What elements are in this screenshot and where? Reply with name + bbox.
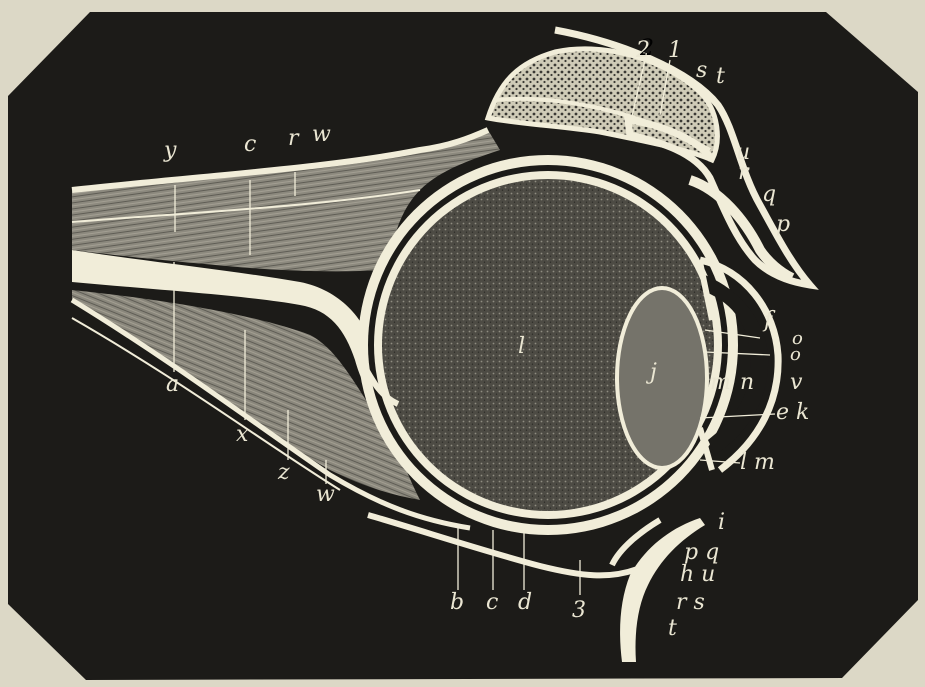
label-v: v xyxy=(790,372,802,394)
label-t: t xyxy=(716,66,725,88)
label-w-top: w xyxy=(312,124,331,146)
label-p: p xyxy=(776,214,790,236)
label-c-bottom: c xyxy=(486,592,498,614)
label-w-bottom: w xyxy=(316,484,335,506)
label-e-k: e k xyxy=(776,402,809,424)
label-z: z xyxy=(278,462,290,484)
label-r-right: r xyxy=(738,162,749,184)
label-d: d xyxy=(518,592,532,614)
label-3: 3 xyxy=(572,600,586,622)
crystalline-lens xyxy=(617,288,707,468)
label-s: s xyxy=(696,60,707,82)
label-f: f xyxy=(764,310,772,332)
label-y: y xyxy=(164,140,176,162)
label-t-bottom: t xyxy=(668,618,677,640)
label-l-vitreous: l xyxy=(518,336,525,358)
label-i: i xyxy=(718,512,725,534)
label-1: 1 xyxy=(668,40,682,62)
label-x: x xyxy=(236,424,248,446)
label-q: q xyxy=(762,184,776,206)
label-h-u: h u xyxy=(680,564,715,586)
label-b: b xyxy=(450,592,464,614)
label-m: m xyxy=(710,372,731,394)
label-r-s: r s xyxy=(676,592,705,614)
label-r-top: r xyxy=(288,128,299,150)
label-2: 2 xyxy=(636,40,650,62)
label-j-lens: j xyxy=(650,362,657,384)
label-l-m: l m xyxy=(740,452,775,474)
label-c-top: c xyxy=(244,134,256,156)
label-p-q: p q xyxy=(684,542,719,564)
label-o-2: o xyxy=(790,346,801,364)
label-a: a xyxy=(166,374,179,396)
label-n: n xyxy=(740,372,754,394)
